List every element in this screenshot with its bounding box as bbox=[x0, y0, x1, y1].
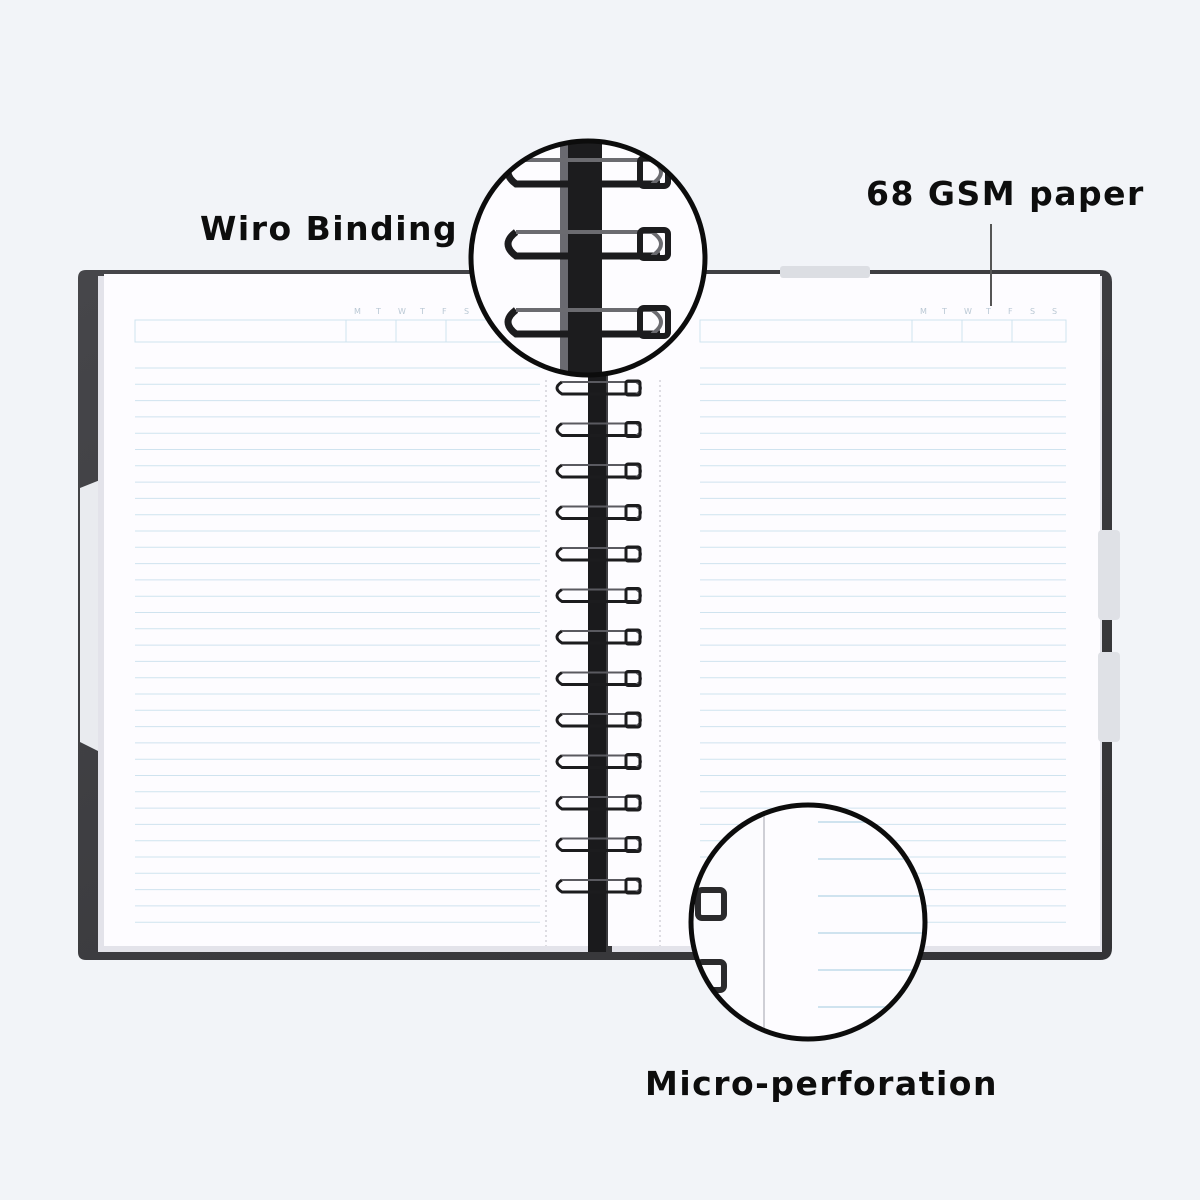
coil-end bbox=[624, 836, 642, 853]
coil-loop bbox=[555, 878, 640, 894]
coil-loop bbox=[555, 837, 640, 852]
coil-end bbox=[624, 379, 642, 397]
left-tab-divider bbox=[80, 480, 100, 752]
right-tab-divider bbox=[1098, 530, 1120, 620]
coil-loop bbox=[504, 229, 660, 260]
weekday-letter: S bbox=[464, 307, 469, 316]
right-tab-divider bbox=[1098, 652, 1120, 742]
weekday-letter: S bbox=[1052, 307, 1057, 316]
coil-end bbox=[695, 887, 727, 921]
wire-coils bbox=[555, 379, 642, 895]
left-ruled-lines bbox=[135, 367, 540, 923]
coil-end bbox=[637, 305, 671, 339]
coil-end bbox=[624, 587, 642, 604]
weekday-letter: T bbox=[419, 307, 425, 316]
coil-loop bbox=[555, 546, 640, 562]
top-tab-divider bbox=[780, 266, 870, 278]
coil-loop bbox=[555, 380, 640, 396]
weekday-letter: F bbox=[442, 307, 447, 316]
coil-loop bbox=[555, 754, 640, 769]
weekday-letter: W bbox=[964, 307, 972, 316]
callout-micro-perforation: Micro-perforation bbox=[645, 1064, 998, 1103]
left-page bbox=[104, 274, 594, 946]
coil-loop bbox=[504, 307, 660, 338]
weekday-letter: T bbox=[985, 307, 991, 316]
coil-end bbox=[624, 753, 642, 770]
magnifier-ring bbox=[688, 802, 928, 1042]
coil-loop bbox=[555, 671, 640, 686]
spine bbox=[588, 350, 606, 952]
coil-end bbox=[637, 227, 671, 261]
date-box bbox=[699, 319, 1067, 343]
weekday-letter: S bbox=[1030, 307, 1035, 316]
coil-end bbox=[624, 462, 642, 480]
coil-loop bbox=[555, 463, 640, 479]
coil-loop bbox=[555, 588, 640, 603]
right-ruled-lines bbox=[700, 367, 1066, 923]
weekday-letter: M bbox=[354, 307, 361, 316]
coil-loop bbox=[555, 795, 640, 811]
coil-end bbox=[624, 711, 642, 729]
weekday-letter: T bbox=[941, 307, 947, 316]
callout-paper-weight: 68 GSM paper bbox=[866, 174, 1145, 213]
coil-loop bbox=[555, 422, 640, 437]
coil-end bbox=[624, 421, 642, 438]
coil-loop bbox=[555, 505, 640, 520]
callout-wiro-binding: Wiro Binding bbox=[200, 209, 459, 248]
weekday-letter: W bbox=[398, 307, 406, 316]
magnifier-ring bbox=[468, 138, 708, 378]
coil-end bbox=[624, 545, 642, 563]
weekday-letter: M bbox=[920, 307, 927, 316]
coil-end bbox=[624, 504, 642, 521]
weekday-letter: T bbox=[375, 307, 381, 316]
coil-end bbox=[624, 794, 642, 812]
coil-end bbox=[624, 628, 642, 646]
coil-loop bbox=[555, 629, 640, 645]
coil-end bbox=[624, 877, 642, 895]
weekday-letter: F bbox=[1008, 307, 1013, 316]
coil-loop bbox=[555, 712, 640, 728]
coil-end bbox=[624, 670, 642, 687]
